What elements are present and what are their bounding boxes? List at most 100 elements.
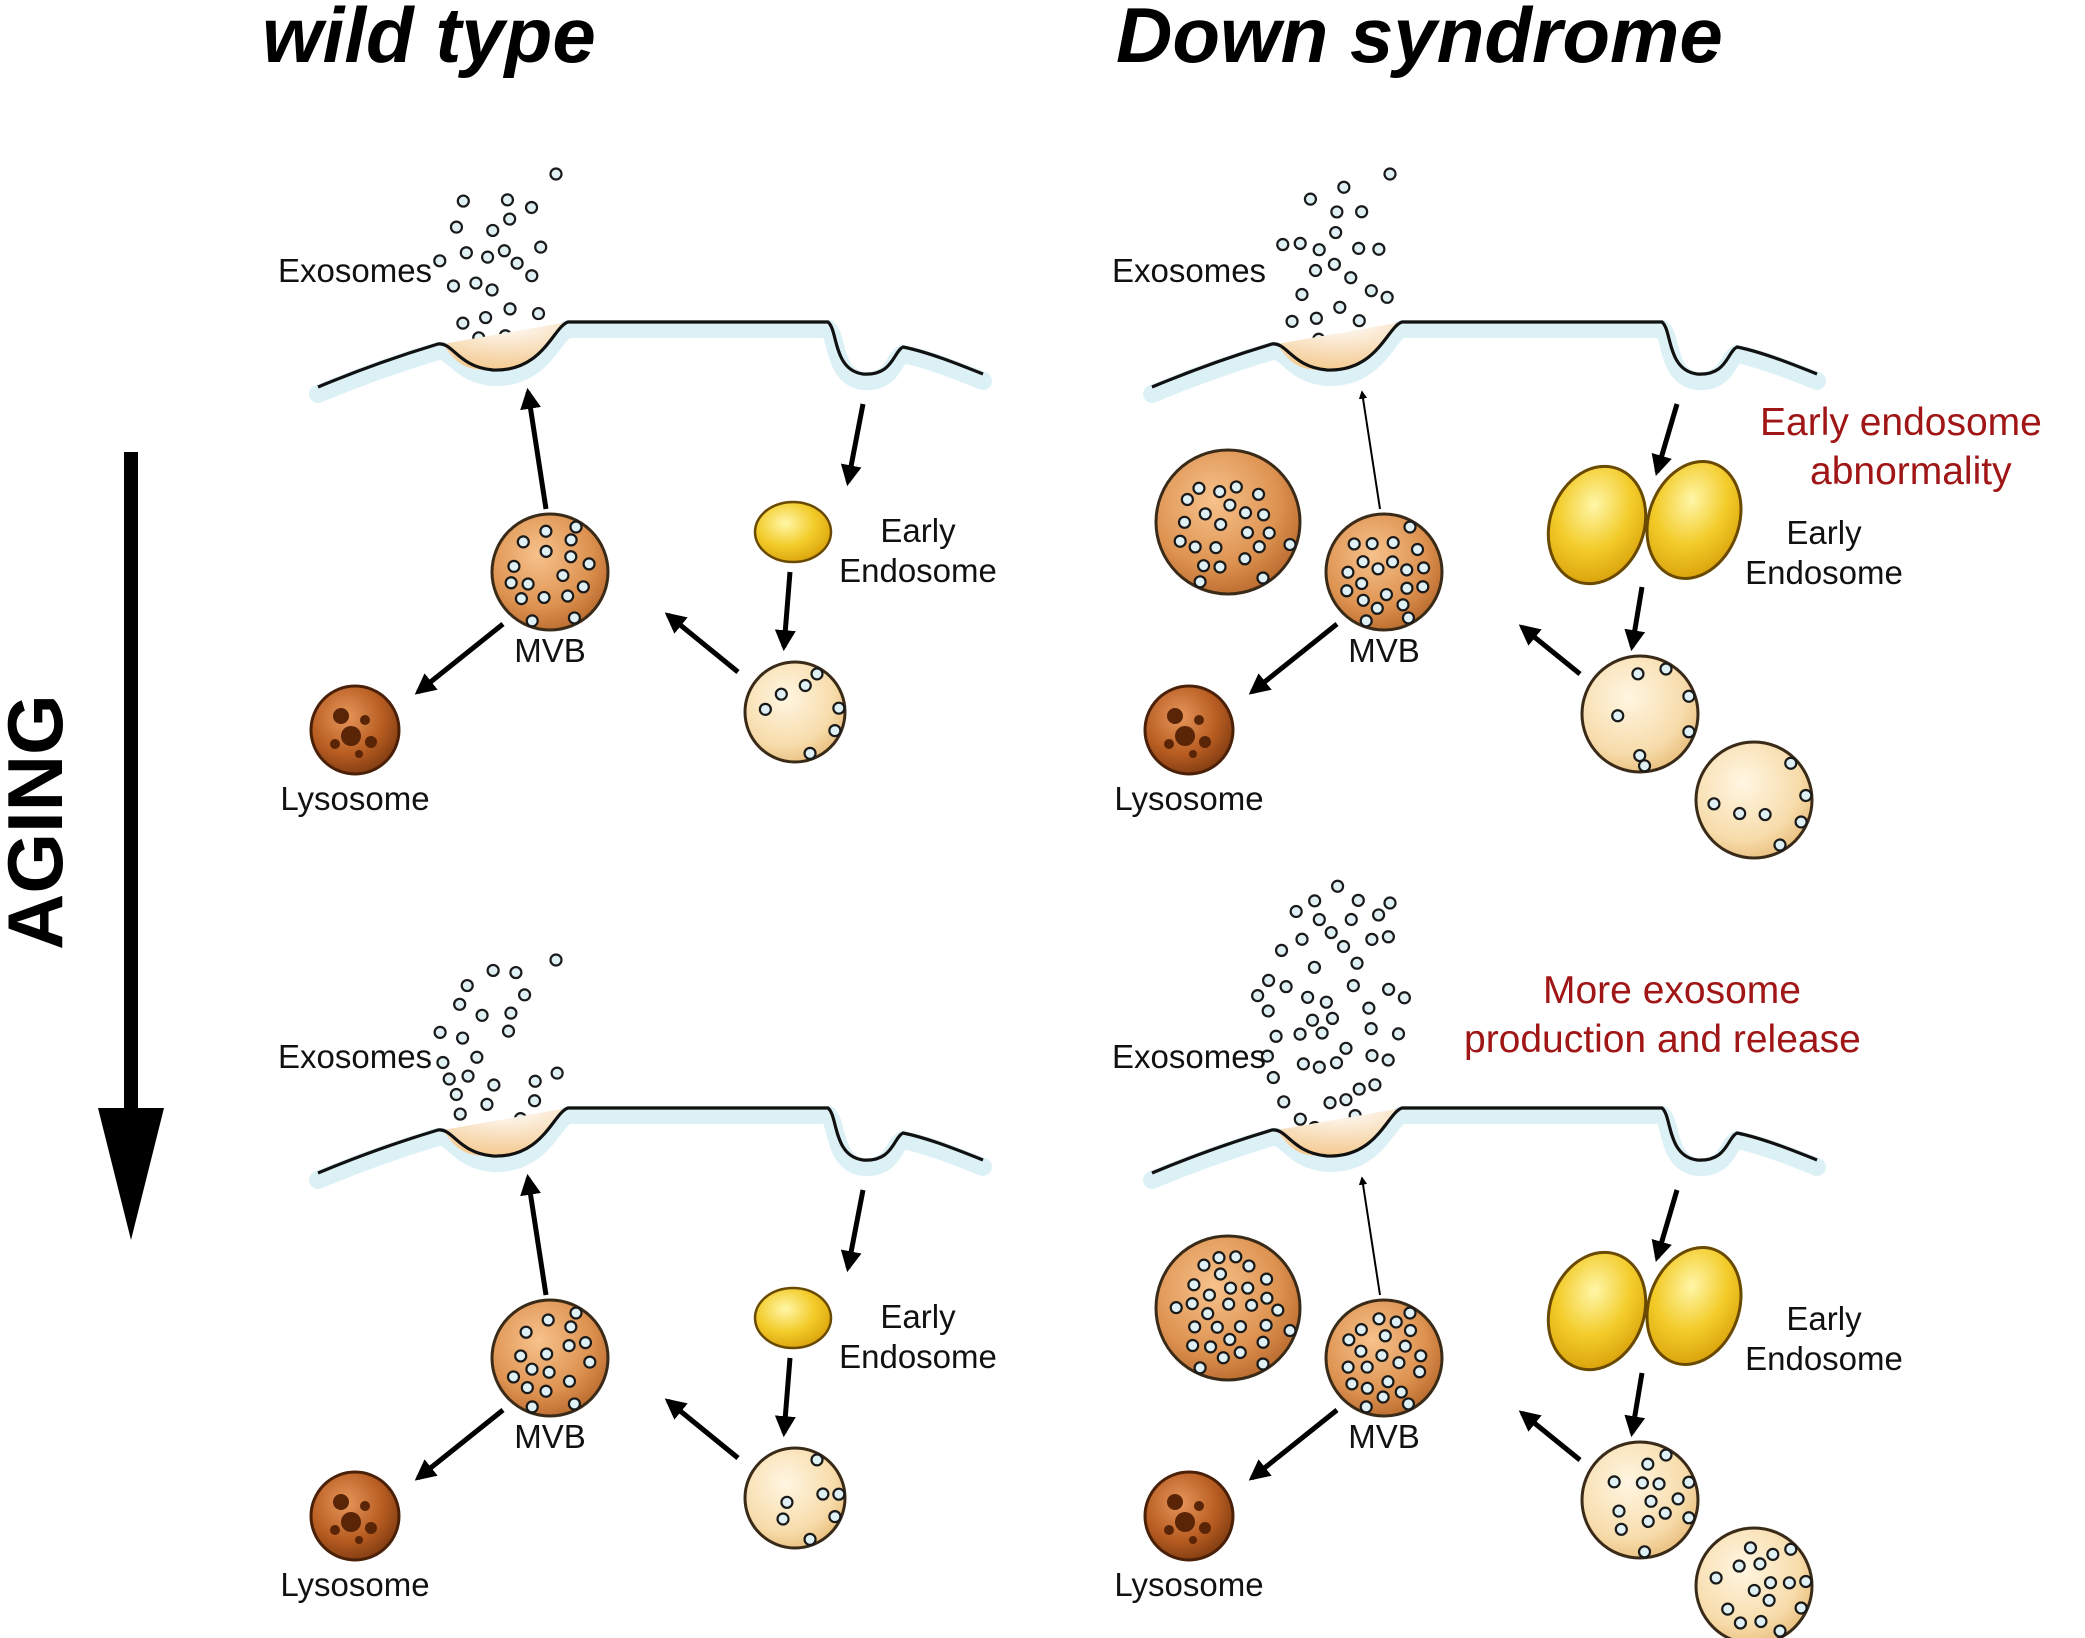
vesicle xyxy=(1198,507,1212,521)
vesicle xyxy=(1400,581,1414,595)
exosomes-label: Exosomes xyxy=(278,1038,432,1075)
vesicle xyxy=(1238,506,1253,520)
vesicle xyxy=(1381,982,1396,996)
vesicle xyxy=(516,535,530,549)
vesicle xyxy=(1416,580,1430,594)
vesicle xyxy=(460,978,474,993)
vesicle xyxy=(455,1031,470,1045)
vesicle xyxy=(1346,978,1360,993)
exocytosis-pit xyxy=(1277,1108,1402,1157)
vesicle xyxy=(1308,263,1323,278)
vesicle xyxy=(1259,1272,1274,1286)
vesicle xyxy=(832,701,846,715)
vesicle xyxy=(1345,1377,1359,1391)
lysosome-granule xyxy=(341,1512,361,1532)
lysosome-granule xyxy=(1199,736,1211,748)
vesicle xyxy=(1400,563,1414,577)
vesicle xyxy=(1682,689,1696,703)
vesicle xyxy=(561,589,575,603)
vesicle xyxy=(1614,1522,1628,1536)
vesicle xyxy=(1223,1332,1237,1347)
mvb-label: MVB xyxy=(514,1418,586,1455)
vesicle xyxy=(1260,1291,1274,1305)
vesicle xyxy=(1365,537,1379,551)
lysosome-granule xyxy=(1199,1522,1211,1534)
vesicle xyxy=(525,269,539,283)
vesicle xyxy=(1733,1616,1748,1630)
arrow-late-endosome-to-mvb xyxy=(1518,1410,1582,1462)
vesicle xyxy=(1257,508,1271,522)
vesicle xyxy=(1285,314,1299,328)
vesicle xyxy=(1277,1095,1291,1109)
vesicle xyxy=(1364,284,1378,298)
vesicle xyxy=(503,302,517,316)
vesicle xyxy=(539,524,553,538)
vesicle xyxy=(1201,1307,1215,1321)
vesicle xyxy=(1214,517,1228,532)
vesicle xyxy=(556,568,570,583)
vesicle xyxy=(1375,1348,1389,1363)
vesicle xyxy=(828,1509,842,1524)
vesicle xyxy=(539,1384,553,1398)
vesicle xyxy=(1344,912,1358,927)
vesicle xyxy=(1747,1583,1761,1598)
arrow-membrane-to-early-endosome xyxy=(1651,403,1680,477)
vesicle xyxy=(1296,1057,1310,1071)
vesicle xyxy=(1192,481,1206,495)
lysosome-label: Lysosome xyxy=(1114,780,1263,817)
vesicle xyxy=(503,212,517,226)
vesicle xyxy=(456,316,470,330)
arrow-mvb-to-lysosome xyxy=(414,1408,505,1481)
annotation-early-endosome-abnormality-line2: abnormality xyxy=(1810,450,2012,493)
vesicle xyxy=(1782,1576,1797,1590)
vesicle xyxy=(1344,271,1358,285)
vesicle xyxy=(1229,1250,1243,1264)
lysosome-granule xyxy=(365,1522,377,1534)
vesicle xyxy=(1607,1475,1621,1489)
vesicle xyxy=(1637,1545,1652,1559)
lysosome-granule xyxy=(1175,1512,1195,1532)
vesicle xyxy=(531,306,546,321)
vesicle xyxy=(562,1374,577,1388)
vesicle xyxy=(1223,1281,1238,1295)
vesicle xyxy=(1391,1027,1406,1041)
annotation-more-exosome-line2: production and release xyxy=(1464,1018,1861,1061)
early-endosome xyxy=(753,1286,833,1350)
vesicle xyxy=(832,1487,846,1501)
vesicle xyxy=(1612,1504,1626,1518)
vesicle xyxy=(1784,1542,1798,1556)
vesicle xyxy=(480,1097,494,1112)
vesicle xyxy=(1401,611,1416,625)
late-endosome xyxy=(1580,654,1700,774)
vesicle xyxy=(500,193,515,207)
vesicle xyxy=(1682,725,1696,739)
vesicle xyxy=(1356,593,1370,607)
vesicle xyxy=(475,1008,489,1022)
vesicle xyxy=(1641,1514,1655,1529)
vesicle xyxy=(1339,1041,1353,1055)
vesicle xyxy=(1360,1381,1374,1395)
arrow-late-endosome-to-mvb xyxy=(664,1398,740,1460)
cell-membrane xyxy=(1151,320,1818,389)
vesicle xyxy=(1177,515,1192,529)
vesicle xyxy=(1308,894,1322,908)
vesicle xyxy=(1385,555,1400,569)
early-endosome xyxy=(1546,464,1648,586)
vesicle xyxy=(1386,535,1400,550)
vesicle xyxy=(1682,1475,1696,1489)
vesicle xyxy=(1381,1053,1395,1067)
vesicle xyxy=(798,678,812,693)
lysosome-granule xyxy=(1164,739,1174,749)
arrow-mvb-to-lysosome xyxy=(414,622,505,695)
arrow-membrane-to-early-endosome xyxy=(1651,1189,1680,1263)
vesicle xyxy=(1209,540,1223,555)
vesicle xyxy=(1397,991,1411,1005)
vesicle xyxy=(1210,1320,1224,1334)
vesicle xyxy=(1362,1001,1376,1015)
vesicle xyxy=(1233,1319,1248,1334)
vesicle xyxy=(1337,180,1351,194)
vesicle xyxy=(509,965,523,980)
vesicle xyxy=(486,963,500,978)
vesicle xyxy=(1213,485,1227,499)
